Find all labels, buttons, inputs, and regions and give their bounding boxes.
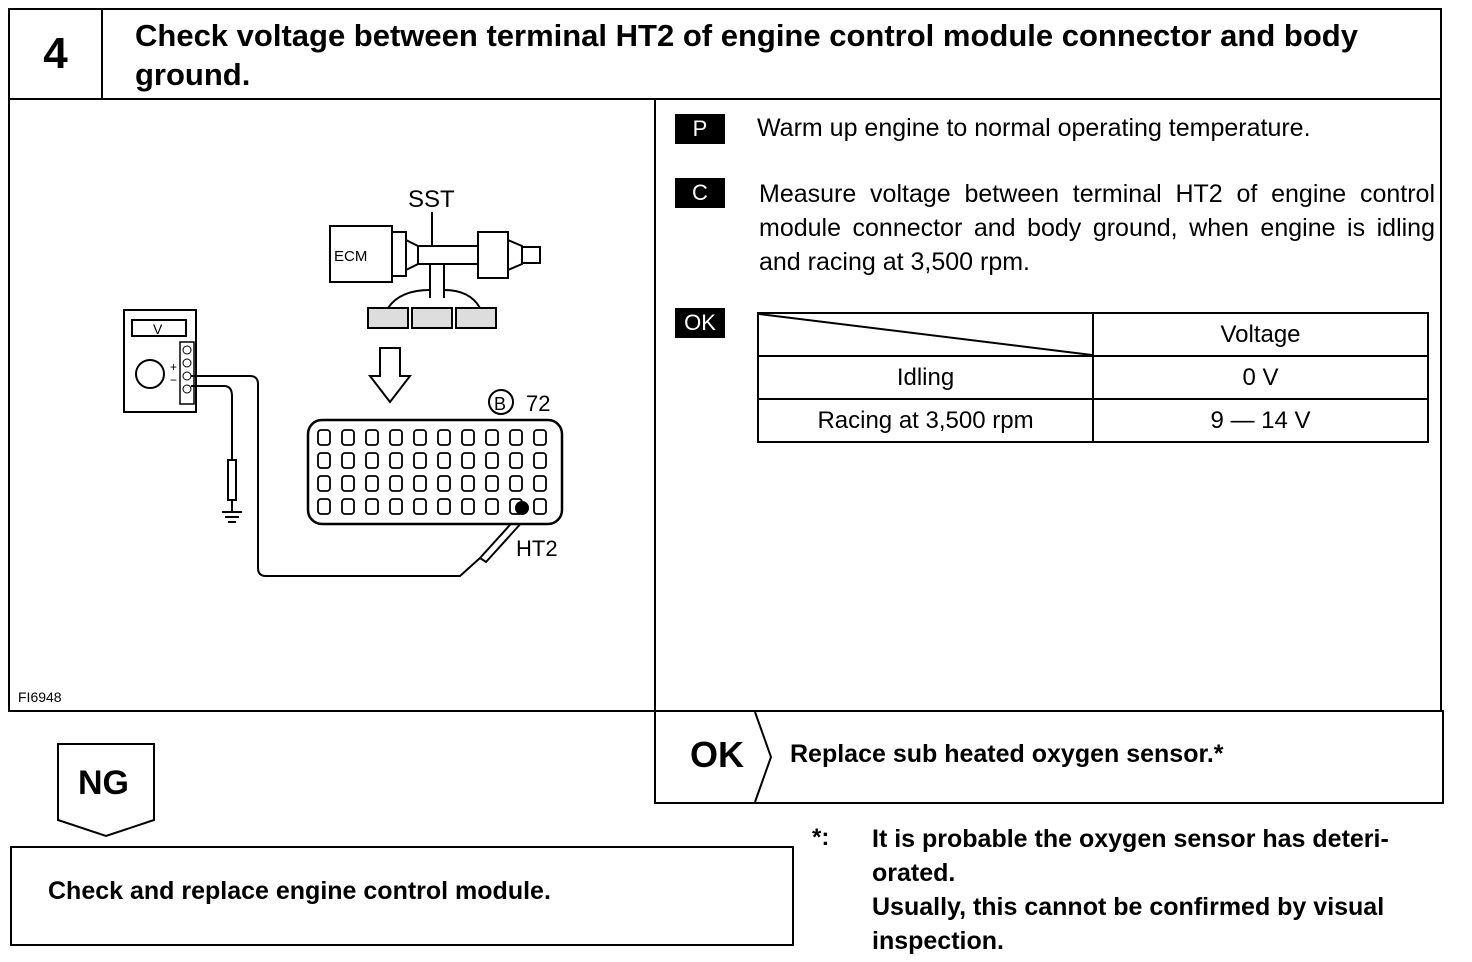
- minus-label: −: [170, 373, 177, 387]
- connector-pin: [389, 498, 403, 515]
- meter-label: V: [153, 321, 163, 337]
- connector-pin: [437, 475, 451, 492]
- ng-action: Check and replace engine control module.: [48, 877, 551, 905]
- connector-pin: [509, 475, 523, 492]
- connector-pin: [485, 429, 499, 446]
- connector-pin: [341, 498, 355, 515]
- sst-label: SST: [408, 186, 455, 213]
- connector-code-circle: [488, 389, 514, 415]
- connector-pin: [437, 452, 451, 469]
- connector-pin: [413, 475, 427, 492]
- connector-pins: [317, 429, 547, 515]
- negative-lead: [191, 385, 233, 460]
- ng-action-box: [10, 846, 794, 946]
- sub-connector-1: [367, 307, 409, 329]
- note: It is probable the oxygen sensor has det…: [872, 822, 1462, 958]
- positive-lead: [191, 375, 481, 577]
- connector-pin: [413, 498, 427, 515]
- connector-pin: [365, 452, 379, 469]
- connector-pin: [341, 475, 355, 492]
- ok-action: Replace sub heated oxygen sensor.*: [790, 740, 1224, 768]
- connector-pin: [533, 475, 547, 492]
- connector-pin: [485, 452, 499, 469]
- connector-pin: [533, 429, 547, 446]
- wiring-diagram: SST ECM V + − B 72 HT2 FI6948: [18, 186, 564, 705]
- spec-table: Voltage Idling 0 V Racing at 3,500 rpm 9…: [757, 312, 1429, 443]
- connector-pin: [437, 498, 451, 515]
- connector-pin: [317, 498, 331, 515]
- connector-code: B: [494, 394, 506, 414]
- value-racing: 9 — 14 V: [1092, 398, 1429, 443]
- connector-pin: [413, 429, 427, 446]
- ok-chevron: [754, 711, 773, 803]
- sub-connector-3: [455, 307, 497, 329]
- connector-pin: [533, 452, 547, 469]
- connector-pin: [389, 452, 403, 469]
- connector-pin: [461, 452, 475, 469]
- connector-pin: [317, 452, 331, 469]
- header-voltage: Voltage: [1092, 312, 1429, 357]
- connector-pin: [341, 452, 355, 469]
- connector-pin: [533, 498, 547, 515]
- plus-label: +: [170, 360, 177, 374]
- connector-pin: [365, 498, 379, 515]
- ecm-connector: [306, 418, 564, 526]
- connector-pin: [389, 475, 403, 492]
- tag-ok: OK: [675, 308, 725, 338]
- note-mark: *:: [812, 824, 830, 851]
- connector-pin: [485, 475, 499, 492]
- down-arrow-icon: [367, 347, 413, 404]
- connector-pin: [461, 475, 475, 492]
- connector-pin: [461, 429, 475, 446]
- note-line-3: Usually, this cannot be confirmed by vis…: [872, 893, 1385, 921]
- ng-label: NG: [78, 764, 129, 802]
- connector-pin: [365, 429, 379, 446]
- connector-pin: [485, 498, 499, 515]
- step-title: Check voltage between terminal HT2 of en…: [135, 18, 1358, 92]
- tag-p: P: [675, 114, 725, 144]
- instruction-prepare: Warm up engine to normal operating tempe…: [757, 114, 1311, 142]
- connector-pin: [389, 429, 403, 446]
- ecm-label: ECM: [334, 248, 367, 265]
- connector-pin: [413, 452, 427, 469]
- ht2-pin: [515, 501, 529, 515]
- connector-pin: [509, 452, 523, 469]
- instruction-check: Measure voltage between terminal HT2 of …: [759, 180, 1435, 276]
- connector-pin: [341, 429, 355, 446]
- value-idling: 0 V: [1092, 355, 1429, 400]
- ok-label: OK: [690, 734, 744, 775]
- connector-pin: [461, 498, 475, 515]
- condition-racing: Racing at 3,500 rpm: [757, 398, 1094, 443]
- condition-idling: Idling: [757, 355, 1094, 400]
- connector-pin: [509, 429, 523, 446]
- sub-connector-2: [411, 307, 453, 329]
- connector-pin: [317, 429, 331, 446]
- note-line-2: orated.: [872, 859, 956, 887]
- connector-pin: [365, 475, 379, 492]
- figure-id: FI6948: [18, 689, 62, 705]
- connector-pin: [317, 475, 331, 492]
- note-line-1: It is probable the oxygen sensor has det…: [872, 825, 1389, 853]
- ng-marker: [57, 743, 155, 838]
- note-line-4: inspection.: [872, 927, 1004, 955]
- ok-result-box: [654, 710, 1444, 804]
- tag-c: C: [675, 178, 725, 208]
- terminal-label: HT2: [516, 536, 558, 561]
- header-corner: [757, 312, 1094, 357]
- connector-number: 72: [526, 391, 550, 416]
- connector-pin: [437, 429, 451, 446]
